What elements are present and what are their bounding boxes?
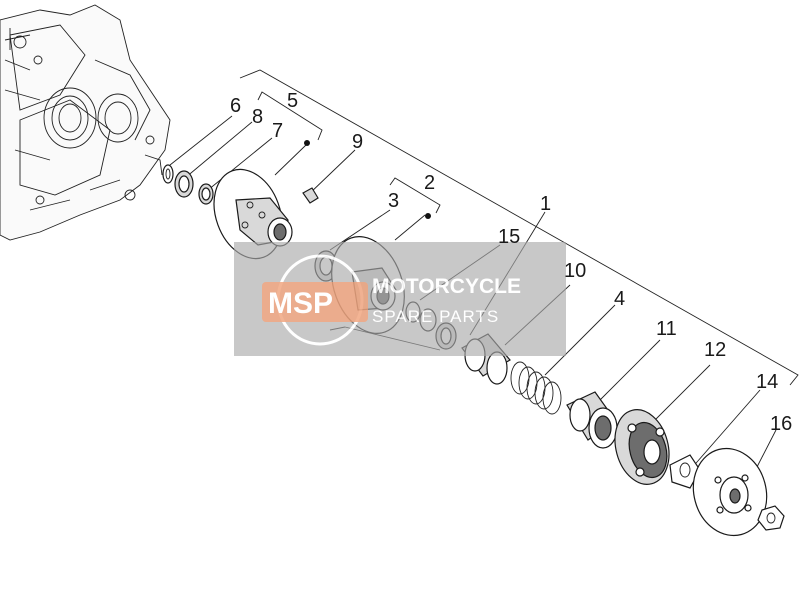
label-part-7: 7 xyxy=(272,120,283,142)
driven-pulley-half-part-5 xyxy=(213,168,293,260)
label-part-2: 2 xyxy=(424,172,435,194)
pin-part-9 xyxy=(302,187,319,204)
circlip-part-6 xyxy=(162,164,174,184)
label-part-16: 16 xyxy=(770,413,792,435)
nut xyxy=(757,505,785,531)
roller-bearing-part-7 xyxy=(198,183,214,205)
spring-cup-part-11 xyxy=(566,391,618,449)
label-part-6: 6 xyxy=(230,95,241,117)
label-part-12: 12 xyxy=(704,339,726,361)
label-part-3: 3 xyxy=(388,190,399,212)
label-part-10: 10 xyxy=(564,260,586,282)
watermark-title: MOTORCYCLE xyxy=(372,275,521,298)
marker-dot xyxy=(425,213,431,219)
label-part-1: 1 xyxy=(540,193,551,215)
crankcase-housing xyxy=(0,4,171,241)
clutch-bell-part-16 xyxy=(692,447,768,537)
part-labels: 6 5 8 7 9 2 3 1 15 10 4 11 12 14 16 xyxy=(230,90,792,435)
spring-part-4 xyxy=(510,361,562,415)
label-part-15: 15 xyxy=(498,226,520,248)
label-part-8: 8 xyxy=(252,106,263,128)
watermark-subtitle: SPARE PARTS xyxy=(372,307,499,326)
bearing-part-8 xyxy=(174,170,194,198)
watermark-logo: MSP xyxy=(268,287,333,320)
label-part-4: 4 xyxy=(614,288,625,310)
clutch-assembly-part-12 xyxy=(614,409,670,485)
watermark: MSP MOTORCYCLE SPARE PARTS xyxy=(234,242,566,356)
label-part-9: 9 xyxy=(352,131,363,153)
marker-dot xyxy=(304,140,310,146)
label-part-5: 5 xyxy=(287,90,298,112)
label-part-14: 14 xyxy=(756,371,778,393)
label-part-11: 11 xyxy=(656,318,677,340)
